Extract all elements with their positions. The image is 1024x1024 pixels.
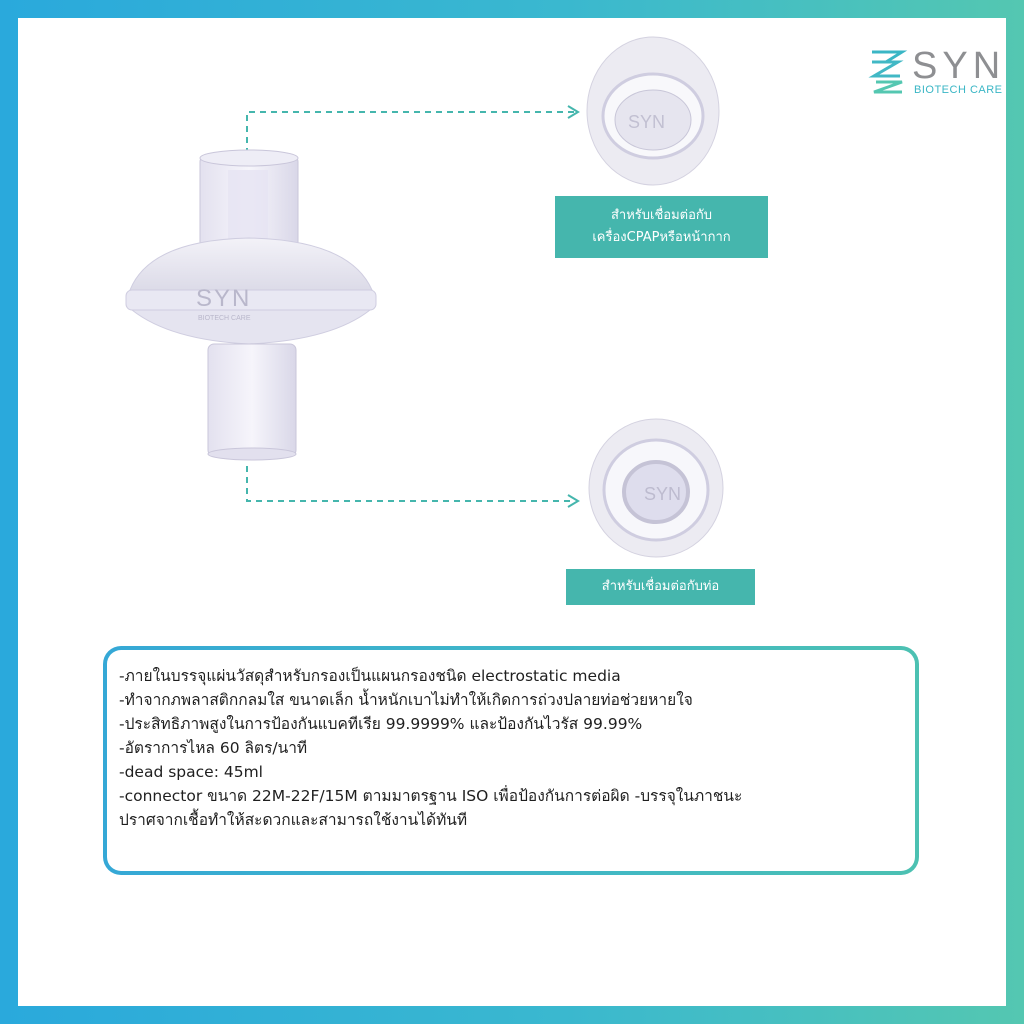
brand-logo: SYN BIOTECH CARE [868, 46, 1002, 106]
zoom-top-connector: SYN [586, 36, 720, 186]
spec-line: -ทำจากภพลาสติกกลมใส ขนาดเล็ก น้ำหนักเบาไ… [119, 691, 693, 709]
logo-mark-icon [868, 50, 908, 94]
spec-line: -connector ขนาด 22M-22F/15M ตามมาตรฐาน I… [119, 787, 743, 805]
zoom1-logo-text: SYN [628, 112, 665, 132]
caption-cpap-connection: สำหรับเชื่อมต่อกับ เครื่องCPAPหรือหน้ากา… [555, 196, 768, 258]
spec-line: -dead space: 45ml [119, 763, 263, 781]
brand-tagline: BIOTECH CARE [914, 84, 1003, 96]
zoom2-logo-text: SYN [644, 484, 681, 504]
specifications-box: -ภายในบรรจุแผ่นวัสดุสำหรับกรองเป็นแผนกรอ… [103, 646, 919, 875]
specifications-list: -ภายในบรรจุแผ่นวัสดุสำหรับกรองเป็นแผนกรอ… [107, 650, 915, 871]
filter-logo-text: SYN [196, 285, 251, 312]
filter-illustration: SYN BIOTECH CARE [125, 149, 377, 461]
spec-line: ปราศจากเชื้อทำให้สะดวกและสามารถใช้งานได้… [119, 811, 468, 829]
caption-tube-line-1: สำหรับเชื่อมต่อกับท่อ [601, 579, 720, 594]
spec-line: -อัตราการไหล 60 ลิตร/นาที [119, 739, 308, 757]
caption-tube-connection: สำหรับเชื่อมต่อกับท่อ [566, 569, 755, 605]
zoom-bottom-connector: SYN [588, 418, 724, 558]
caption-cpap-line-2: เครื่องCPAPหรือหน้ากาก [592, 230, 731, 245]
caption-cpap-line-1: สำหรับเชื่อมต่อกับ [610, 208, 713, 223]
spec-line: -ประสิทธิภาพสูงในการป้องกันแบคทีเรีย 99.… [119, 715, 643, 733]
brand-name: SYN [912, 45, 1006, 87]
spec-line: -ภายในบรรจุแผ่นวัสดุสำหรับกรองเป็นแผนกรอ… [119, 667, 621, 685]
filter-logo-sub: BIOTECH CARE [198, 315, 251, 322]
